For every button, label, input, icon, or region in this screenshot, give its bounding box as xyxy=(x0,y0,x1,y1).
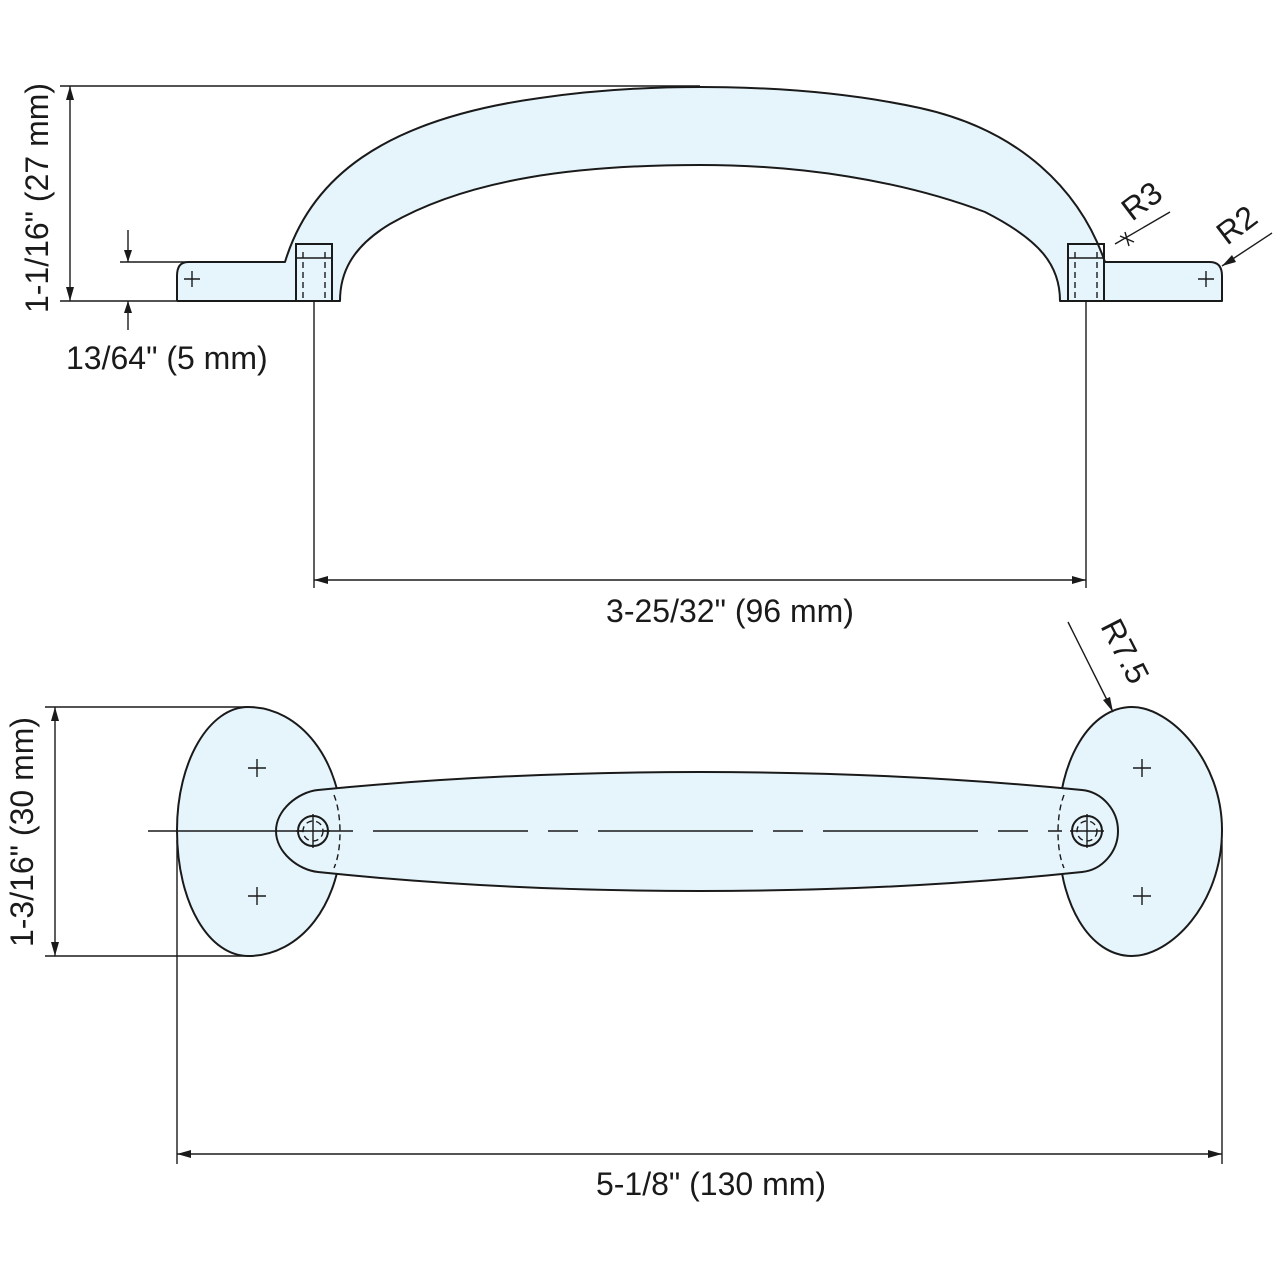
r3-leader-line xyxy=(1114,211,1171,245)
top-view-right-base xyxy=(1057,706,1223,957)
r75-arrow xyxy=(1103,697,1113,712)
top-view-hole-mark xyxy=(1133,887,1151,905)
width-label: 1-3/16" (30 mm) xyxy=(4,717,40,947)
r75-leader-line xyxy=(1067,621,1114,713)
side-view-handle-body xyxy=(176,86,1223,302)
side-view: 1-1/16" (27 mm) 13/64" (5 mm) 3-25/32" (… xyxy=(19,83,1273,629)
thickness-arrow-bottom xyxy=(124,301,132,313)
side-view-right-hole-mark xyxy=(1198,271,1214,287)
top-view: 1-3/16" (30 mm) 5-1/8" (130 mm) R7.5 xyxy=(4,613,1223,1202)
spacing-arrow-right xyxy=(1072,576,1086,584)
length-arrow-left xyxy=(177,1150,191,1158)
base-radius-label: R7.5 xyxy=(1094,613,1157,690)
side-view-left-hole-mark xyxy=(184,271,200,287)
base-thickness-label: 13/64" (5 mm) xyxy=(66,340,268,376)
hole-spacing-label: 3-25/32" (96 mm) xyxy=(606,593,854,629)
spacing-arrow-left xyxy=(314,576,328,584)
top-view-hole-mark xyxy=(248,759,266,777)
width-arrow-bottom xyxy=(51,942,59,956)
overall-length-label: 5-1/8" (130 mm) xyxy=(596,1166,826,1202)
height-arrow-bottom xyxy=(66,287,74,301)
top-view-left-screw xyxy=(296,814,330,848)
r2-arrow xyxy=(1222,255,1236,266)
length-arrow-right xyxy=(1208,1150,1222,1158)
top-view-right-screw xyxy=(1070,814,1104,848)
width-arrow-top xyxy=(51,707,59,721)
height-arrow-top xyxy=(66,86,74,100)
top-view-hole-mark xyxy=(248,887,266,905)
height-label: 1-1/16" (27 mm) xyxy=(19,83,55,313)
thickness-arrow-top xyxy=(124,250,132,262)
r3-center-mark xyxy=(1119,231,1135,247)
inner-radius-label: R3 xyxy=(1115,174,1169,227)
top-view-hole-mark xyxy=(1133,759,1151,777)
